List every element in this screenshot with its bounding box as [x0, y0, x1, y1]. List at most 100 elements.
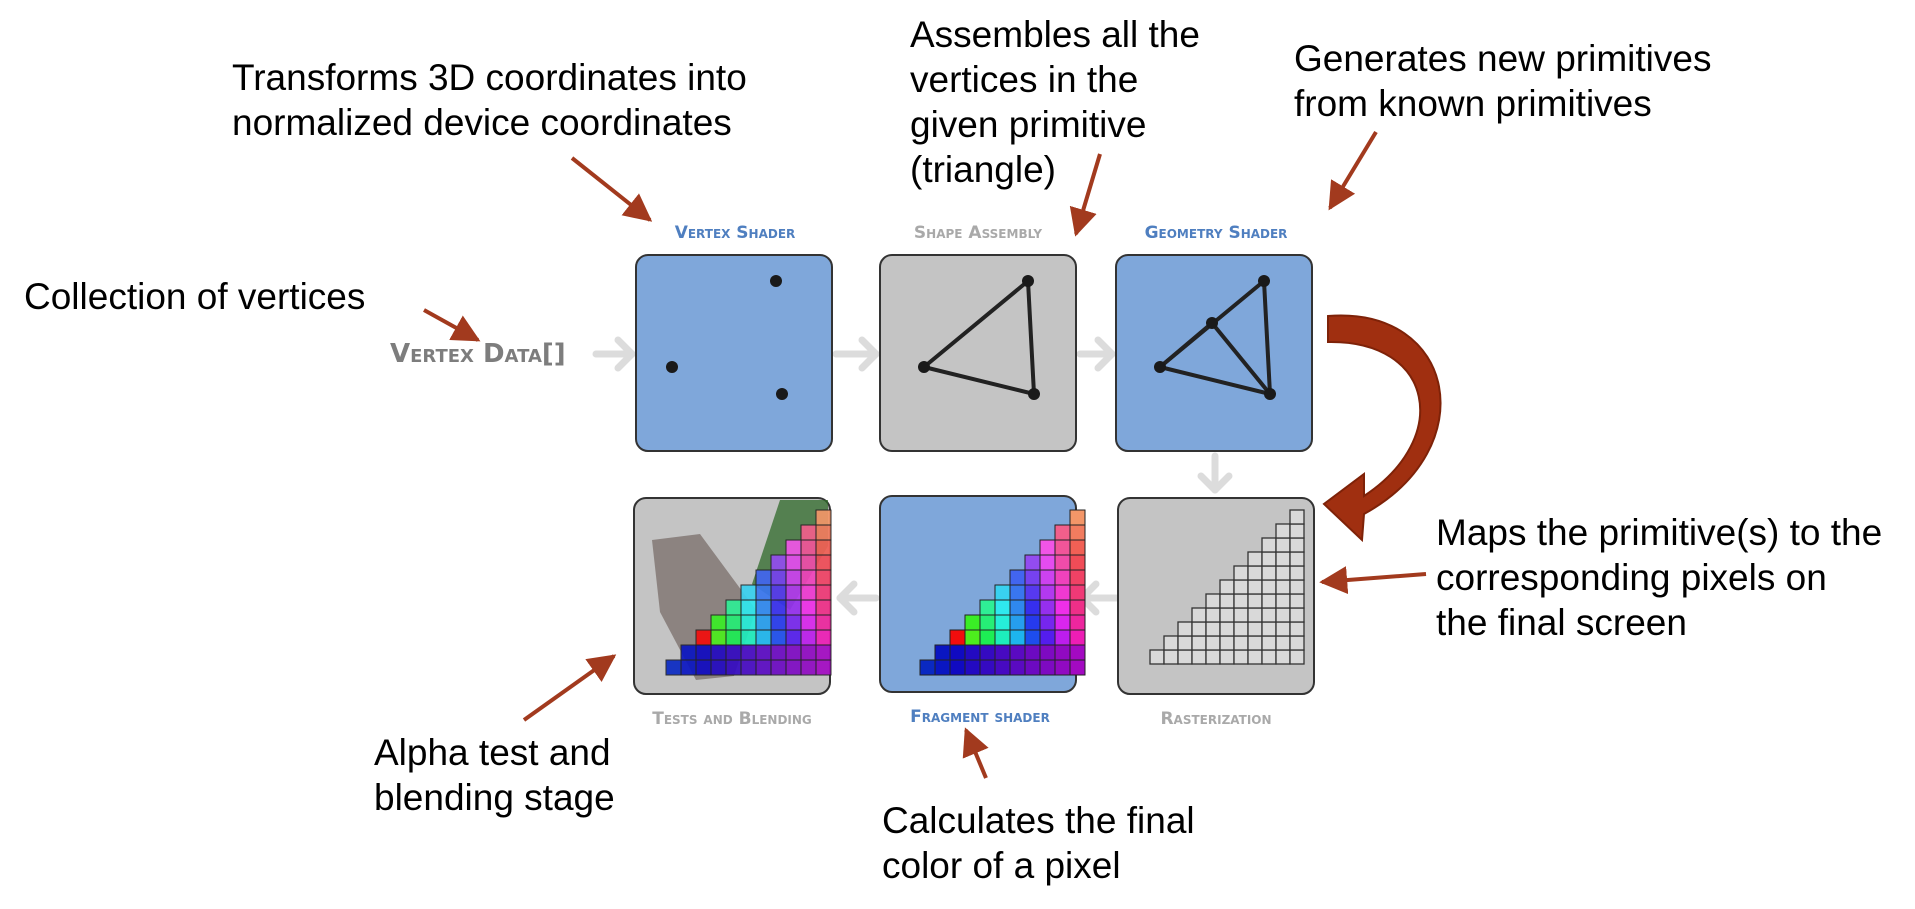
fragment-pixel	[1054, 524, 1071, 541]
fragment-pixel	[1009, 599, 1026, 616]
blended-pixel	[785, 629, 802, 646]
fragment-pixel	[1069, 569, 1086, 586]
raster-pixel	[1233, 635, 1249, 651]
raster-pixel	[1191, 635, 1207, 651]
raster-pixel	[1261, 551, 1277, 567]
raster-pixel	[1163, 635, 1179, 651]
flow-arrow-input-to-vertex	[592, 336, 636, 372]
fragment-pixel	[1009, 644, 1026, 661]
raster-pixel	[1289, 523, 1305, 539]
blended-pixel	[695, 629, 712, 646]
fragment-pixel	[994, 644, 1011, 661]
blended-pixel	[800, 629, 817, 646]
blended-pixel	[710, 644, 727, 661]
raster-pixel	[1219, 649, 1235, 665]
raster-pixel	[1261, 579, 1277, 595]
fragment-pixel	[1039, 584, 1056, 601]
note-fragment-shader: Calculates the final color of a pixel	[882, 800, 1195, 886]
stage-box-vertex-shader	[635, 254, 833, 452]
fragment-pixel	[1054, 644, 1071, 661]
annotation-arrow-vertex-shader	[570, 156, 653, 222]
blended-pixel	[725, 614, 742, 631]
fragment-pixel	[979, 599, 996, 616]
blended-pixel	[785, 599, 802, 616]
fragment-pixel	[1039, 569, 1056, 586]
fragment-pixel	[919, 659, 936, 676]
raster-pixel	[1191, 621, 1207, 637]
assembled-triangle	[918, 275, 1040, 400]
fragment-pixel	[1039, 659, 1056, 676]
fragment-color-grid	[919, 509, 1086, 676]
fragment-pixel	[1054, 629, 1071, 646]
fragment-pixel	[1069, 614, 1086, 631]
annotation-arrow-fragment-shader	[962, 727, 989, 779]
raster-pixel	[1247, 551, 1263, 567]
raster-pixel	[1289, 565, 1305, 581]
raster-pixel	[1275, 551, 1291, 567]
blended-pixel	[815, 644, 832, 661]
blended-pixel	[785, 584, 802, 601]
note-tests-blending: Alpha test and blending stage	[374, 732, 615, 818]
blended-pixel	[785, 539, 802, 556]
blended-pixel	[770, 599, 787, 616]
raster-pixel	[1261, 607, 1277, 623]
fragment-pixel	[1039, 599, 1056, 616]
blended-pixel	[770, 659, 787, 676]
fragment-pixel	[979, 644, 996, 661]
raster-pixel	[1275, 635, 1291, 651]
raster-pixel	[1247, 579, 1263, 595]
raster-pixel	[1177, 621, 1193, 637]
fragment-pixel	[934, 644, 951, 661]
raster-pixel	[1233, 565, 1249, 581]
fragment-pixel	[1054, 539, 1071, 556]
blended-pixel	[695, 659, 712, 676]
raster-pixel	[1177, 649, 1193, 665]
fragment-pixel	[1009, 629, 1026, 646]
raster-pixel	[1261, 635, 1277, 651]
raster-pixel	[1219, 593, 1235, 609]
blended-pixel	[770, 584, 787, 601]
blended-pixel	[770, 629, 787, 646]
blended-pixel	[785, 659, 802, 676]
fragment-pixel	[1054, 614, 1071, 631]
blended-pixel	[680, 644, 697, 661]
stage-box-geometry-shader	[1115, 254, 1313, 452]
blended-pixel	[755, 584, 772, 601]
raster-pixel	[1247, 635, 1263, 651]
blended-pixel	[770, 554, 787, 571]
flow-arrow-raster-to-fragment	[1078, 580, 1120, 616]
fragment-pixel	[1069, 644, 1086, 661]
blended-pixel	[725, 644, 742, 661]
raster-pixel	[1205, 621, 1221, 637]
blended-pixel	[800, 539, 817, 556]
raster-pixel	[1289, 551, 1305, 567]
blended-pixel	[800, 554, 817, 571]
blended-pixel	[785, 644, 802, 661]
raster-pixel	[1247, 621, 1263, 637]
blended-pixel	[785, 569, 802, 586]
fragment-pixel	[1024, 644, 1041, 661]
note-vertex-data: Collection of vertices	[24, 276, 366, 317]
vertex-points	[666, 275, 788, 400]
raster-pixel	[1275, 537, 1291, 553]
fragment-pixel	[994, 629, 1011, 646]
fragment-pixel	[1069, 659, 1086, 676]
raster-pixel	[1219, 607, 1235, 623]
blended-pixel	[770, 614, 787, 631]
fragment-pixel	[979, 614, 996, 631]
fragment-pixel	[1024, 629, 1041, 646]
flow-arrow-fragment-to-tests	[836, 580, 880, 616]
note-rasterization: Maps the primitive(s) to the correspondi…	[1436, 512, 1883, 643]
fragment-pixel	[1024, 614, 1041, 631]
stage-title-fragment-shader: Fragment shader	[910, 707, 1050, 727]
fragment-pixel	[1024, 659, 1041, 676]
blended-pixel	[815, 539, 832, 556]
annotation-arrow-tests-blending	[522, 654, 617, 722]
fragment-pixel	[1024, 584, 1041, 601]
raster-pixel	[1247, 649, 1263, 665]
blended-pixel	[815, 509, 832, 526]
fragment-pixel	[949, 644, 966, 661]
raster-pixel	[1233, 649, 1249, 665]
note-shape-assembly: Assembles all the vertices in the given …	[910, 14, 1200, 190]
note-geometry-shader: Generates new primitives from known prim…	[1294, 38, 1712, 124]
